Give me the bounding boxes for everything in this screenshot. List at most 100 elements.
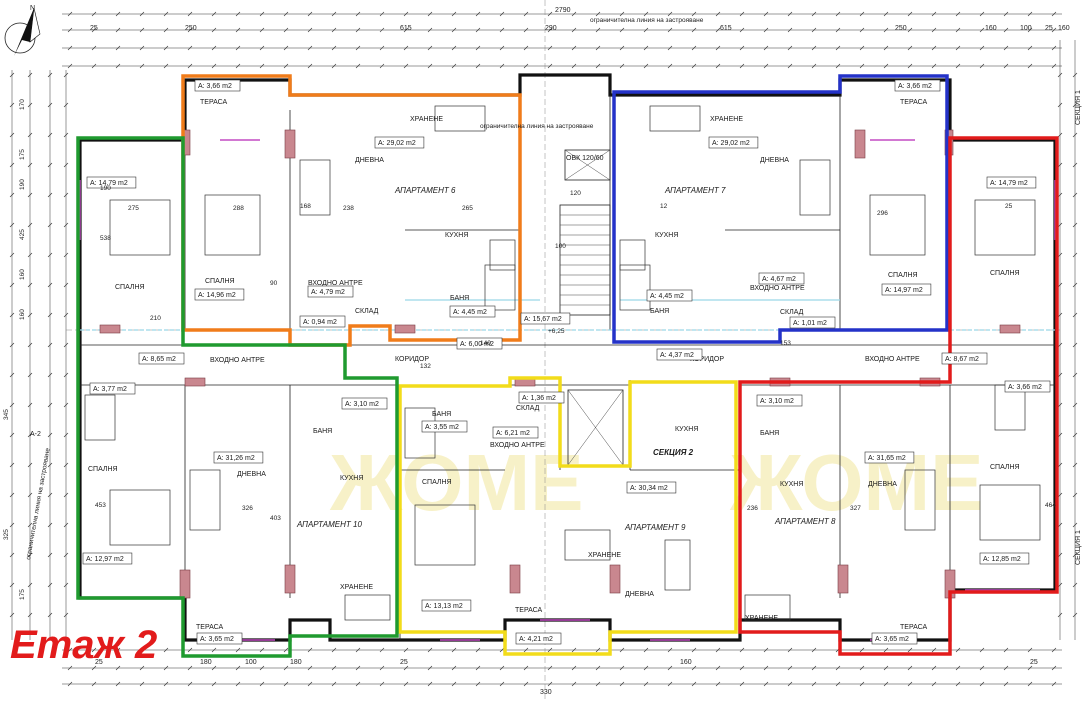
room-name-a10-kitchen: КУХНЯ xyxy=(340,475,363,482)
dim-bottom-6: 160 xyxy=(680,659,692,666)
area-box-a6-terrace xyxy=(194,79,241,92)
room-name-a7-storage: ХРАНЕНЕ xyxy=(710,116,743,123)
area-box-a10-bath-s xyxy=(89,382,136,395)
room-name-a9-kitchen: КУХНЯ xyxy=(675,426,698,433)
room-name-left-bed: СПАЛНЯ xyxy=(115,284,145,291)
room-name-a9-living: ДНЕВНА xyxy=(625,591,654,598)
room-name-a10-terrace: ТЕРАСА xyxy=(196,624,224,631)
dim-misc-3: 238 xyxy=(343,205,354,212)
room-name-a6-entry: ВХОДНО АНТРЕ xyxy=(308,280,363,287)
dim-left-6: 160 xyxy=(19,309,26,320)
dim-misc-6: 326 xyxy=(242,505,253,512)
watermark-text-2: ЖОМЕ xyxy=(729,438,983,527)
dim-misc-12: 210 xyxy=(150,315,161,322)
boundary-note-top: ограничителна линия на застрояване xyxy=(590,17,704,24)
dimension-frame xyxy=(11,13,1076,685)
stair: ОВК 120/60 xyxy=(559,149,624,466)
room-name-a7-terrace: ТЕРАСА xyxy=(900,99,928,106)
dim-bottom-3: 100 xyxy=(245,659,257,666)
dim-left-7: 325 xyxy=(3,529,10,540)
apartment-9-title: АПАРТАМЕНТ 9 xyxy=(624,523,686,532)
room-name-a7-bed: СПАЛНЯ xyxy=(888,272,918,279)
area-box-a9-terrace xyxy=(515,632,562,645)
room-name-a9-entry: ВХОДНО АНТРЕ xyxy=(490,442,545,449)
dim-left-5: 345 xyxy=(3,409,10,420)
room-name-a6-bath: БАНЯ xyxy=(450,295,469,302)
apartment-6-title: АПАРТАМЕНТ 6 xyxy=(394,186,456,195)
area-box-a8-entry xyxy=(941,352,988,365)
room-name-a6-storage: ХРАНЕНЕ xyxy=(410,116,443,123)
room-area-a9-entry: А: 6,21 m2 xyxy=(496,430,530,437)
area-box-stair xyxy=(520,312,571,325)
section-2-label: СЕКЦИЯ 2 xyxy=(653,448,694,457)
dimension-ticks xyxy=(9,11,1078,687)
apartment-outlines xyxy=(76,74,1059,658)
dim-misc-1: 275 xyxy=(128,205,139,212)
area-box-a7-bath xyxy=(646,289,693,302)
room-name-a6-kitchen: КУХНЯ xyxy=(445,232,468,239)
dim-bottom-4: 180 xyxy=(290,659,302,666)
room-name-a8-living: ДНЕВНА xyxy=(868,481,897,488)
room-name-a6-bed: СПАЛНЯ xyxy=(205,278,235,285)
dim-top-10: 160 xyxy=(1058,25,1070,32)
area-box-a9-living xyxy=(626,481,677,494)
area-box-a9-entry xyxy=(492,426,539,439)
room-area-a10-entry: А: 8,65 m2 xyxy=(142,356,176,363)
dim-misc-22: 25 xyxy=(1005,203,1013,210)
dim-left-8: 175 xyxy=(19,589,26,600)
room-area-a8-terrace: А: 3,65 m2 xyxy=(875,636,909,643)
area-box-a6-living xyxy=(374,136,425,149)
area-box-a10-terrace xyxy=(196,632,243,645)
room-name-a8-bath: БАНЯ xyxy=(760,430,779,437)
dim-top-3: 615 xyxy=(400,25,412,32)
area-box-a9-store xyxy=(518,391,565,404)
room-area-right-bed: А: 14,79 m2 xyxy=(990,180,1028,187)
section-1-label-top: СЕКЦИЯ 1 xyxy=(1075,90,1082,125)
dim-misc-0: 288 xyxy=(233,205,244,212)
room-name-a8-dining: ХРАНЕНЕ xyxy=(745,615,778,622)
dim-misc-8: 453 xyxy=(95,502,106,509)
area-box-a8-living xyxy=(864,451,915,464)
area-box-a10-living xyxy=(213,451,264,464)
dim-top-1: 25 xyxy=(90,25,98,32)
floor-label: Етаж 2 xyxy=(10,623,157,667)
room-name-a7-store: СКЛАД xyxy=(780,309,804,316)
room-area-a8-bed: А: 12,85 m2 xyxy=(983,556,1021,563)
room-name-a6-terrace: ТЕРАСА xyxy=(200,99,228,106)
room-name-a10-dining: ХРАНЕНЕ xyxy=(340,584,373,591)
room-area-a6-entry: А: 4,79 m2 xyxy=(311,289,345,296)
dim-misc-11: 236 xyxy=(747,505,758,512)
dim-misc-10: 327 xyxy=(850,505,861,512)
room-area-stair: А: 15,67 m2 xyxy=(524,316,562,323)
room-area-a9-store: А: 1,36 m2 xyxy=(522,395,556,402)
apartment-10-outline xyxy=(76,136,399,658)
dim-bottom-5: 25 xyxy=(400,659,408,666)
room-area-a10-bath: А: 3,10 m2 xyxy=(345,401,379,408)
room-area-a9-terrace: А: 4,21 m2 xyxy=(519,636,553,643)
area-box-a7-store xyxy=(789,316,836,329)
area-box-a6-bed xyxy=(194,288,245,301)
dim-misc-5: 538 xyxy=(100,235,111,242)
room-area-a7-entry: А: 4,67 m2 xyxy=(762,276,796,283)
dim-left-4: 190 xyxy=(19,179,26,190)
north-label: N xyxy=(30,5,35,12)
room-area-a6-bed: А: 14,96 m2 xyxy=(198,292,236,299)
dim-top-2: 250 xyxy=(185,25,197,32)
area-box-a8-bed xyxy=(979,552,1030,565)
room-area-a8-bath-s: А: 3,66 m2 xyxy=(1008,384,1042,391)
area-box-a10-bed xyxy=(82,552,133,565)
room-area-a8-entry: А: 8,67 m2 xyxy=(945,356,979,363)
room-area-a7-bath: А: 4,45 m2 xyxy=(650,293,684,300)
axis-marker: А-2 xyxy=(30,431,41,438)
area-box-corridor-l xyxy=(456,337,503,350)
room-name-a10-bath: БАНЯ xyxy=(313,428,332,435)
room-name-a8-entry: ВХОДНО АНТРЕ xyxy=(865,356,920,363)
room-area-a10-living: А: 31,26 m2 xyxy=(217,455,255,462)
dim-misc-21: 12 xyxy=(660,203,668,210)
area-box-a7-terrace xyxy=(894,79,941,92)
dim-top-6: 250 xyxy=(895,25,907,32)
room-name-a7-kitchen: КУХНЯ xyxy=(655,232,678,239)
room-name-a8-kitchen: КУХНЯ xyxy=(780,481,803,488)
